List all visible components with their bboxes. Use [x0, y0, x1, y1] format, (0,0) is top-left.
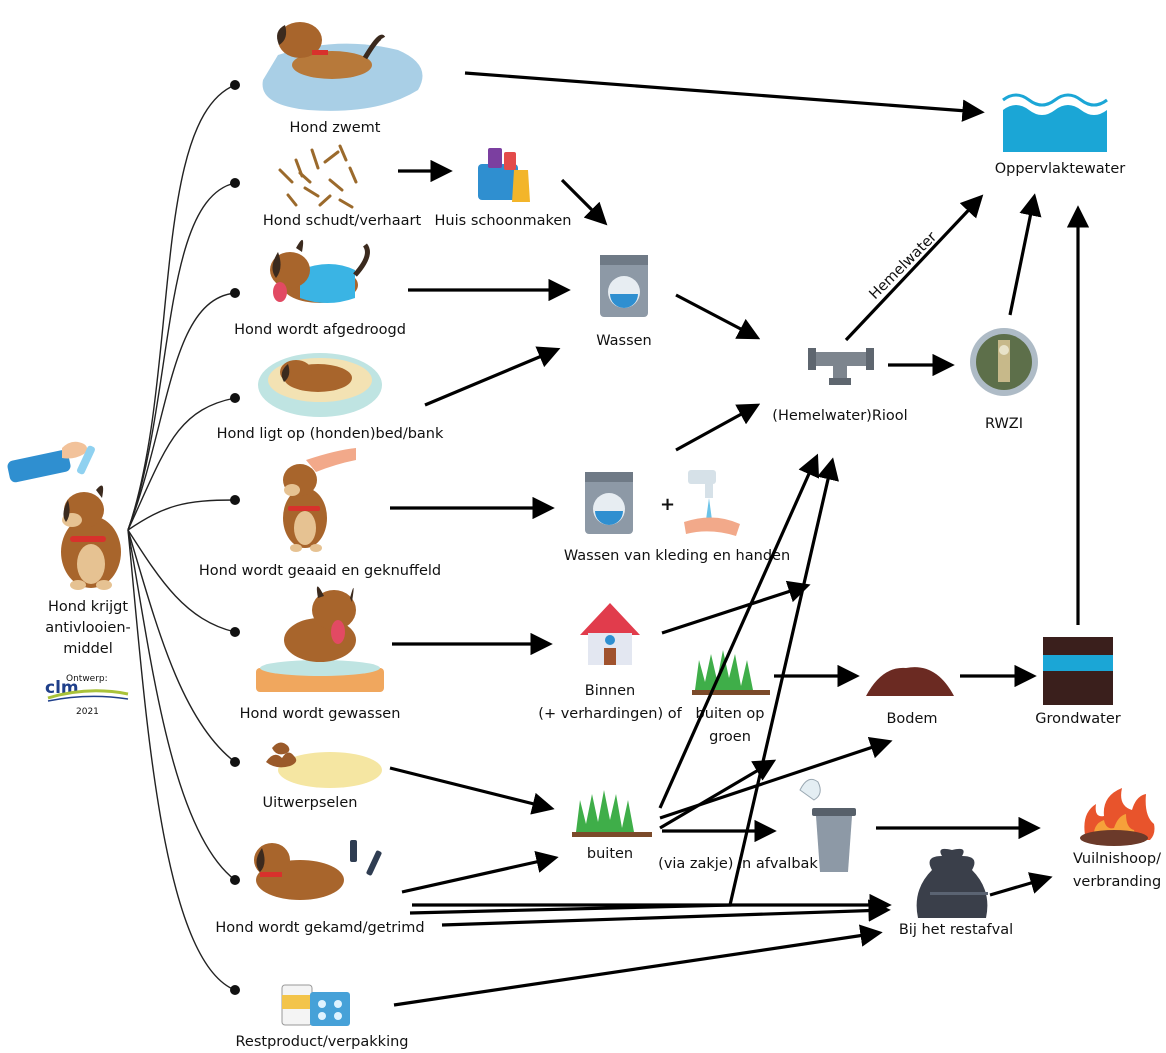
pathway-label-afgedroogd: Hond wordt afgedroogd — [234, 322, 406, 338]
source-label-line-2: antivlooien- — [45, 620, 131, 636]
sewer-pipe-icon — [808, 348, 874, 385]
wassen-kleding-label: Wassen van kleding en handen — [564, 548, 790, 564]
landfill-fire-icon — [1080, 788, 1155, 846]
plus-sign: + — [660, 494, 675, 515]
source-dog-icon — [7, 441, 121, 590]
grass-buiten-icon — [572, 790, 652, 837]
vuilnishoop-line-1: Vuilnishoop/ — [1073, 851, 1161, 867]
source-label-line-3: middel — [63, 641, 113, 657]
petted-dog-icon — [283, 448, 356, 552]
washing-machine-icon — [600, 255, 648, 317]
cleaning-bucket-icon — [478, 148, 530, 202]
buiten-label: buiten — [587, 846, 633, 862]
surface-water-icon — [1002, 93, 1108, 152]
wassen-label: Wassen — [596, 333, 652, 349]
credit-year: 2021 — [76, 707, 99, 717]
huis-schoonmaken-label: Huis schoonmaken — [435, 213, 572, 229]
trash-bin-icon — [799, 778, 856, 872]
pathway-label-restproduct: Restproduct/verpakking — [235, 1034, 408, 1050]
hand-washing-icon — [684, 470, 740, 536]
pathway-label-gewassen: Hond wordt gewassen — [240, 706, 401, 722]
binnen-label-line-1: Binnen — [585, 683, 635, 699]
drying-dog-icon — [270, 239, 370, 303]
grooming-dog-icon — [254, 840, 382, 900]
pathway-label-gekamd: Hond wordt gekamd/getrimd — [215, 920, 424, 936]
swimming-dog-icon — [262, 22, 423, 111]
credit-label: Ontwerp: — [66, 674, 108, 684]
bathing-dog-icon — [256, 586, 384, 692]
pathway-label-uitwerpselen: Uitwerpselen — [263, 795, 358, 811]
medicine-package-icon — [281, 984, 350, 1026]
riool-label: (Hemelwater)Riool — [772, 408, 907, 424]
pathway-label-zwemt: Hond zwemt — [290, 120, 381, 136]
house-icon — [580, 603, 640, 665]
grondwater-label: Grondwater — [1035, 711, 1120, 727]
restafval-label: Bij het restafval — [899, 922, 1013, 938]
buiten-op-groen-line-1: buiten op — [696, 706, 765, 722]
rwzi-label: RWZI — [985, 416, 1023, 432]
clm-logo: clm Ontwerp: 2021 — [45, 674, 129, 717]
pathway-label-geaaid: Hond wordt geaaid en geknuffeld — [199, 563, 441, 579]
droppings-icon — [266, 742, 382, 788]
bodem-label: Bodem — [886, 711, 937, 727]
source-label-line-1: Hond krijgt — [48, 599, 128, 615]
pathway-label-schudt: Hond schudt/verhaart — [263, 213, 422, 229]
pathway-label-bed: Hond ligt op (honden)bed/bank — [217, 426, 444, 442]
binnen-label-line-2: (+ verhardingen) of — [538, 706, 682, 722]
vuilnishoop-line-2: verbranding — [1073, 874, 1161, 890]
grass-green-icon — [692, 650, 770, 695]
groundwater-icon — [1043, 637, 1113, 705]
buiten-op-groen-line-2: groen — [709, 729, 751, 745]
wastewater-plant-icon — [970, 328, 1038, 396]
branch-lines — [127, 80, 240, 995]
hemelwater-edge-label: Hemelwater — [867, 229, 941, 303]
oppervlaktewater-label: Oppervlaktewater — [995, 161, 1126, 177]
flow-arrows — [389, 71, 1090, 1007]
washing-machine-small-icon — [585, 472, 633, 534]
dog-bed-icon — [258, 353, 382, 417]
soil-icon — [866, 667, 954, 696]
garbage-bag-icon — [916, 848, 988, 918]
shedding-hair-icon — [278, 144, 358, 209]
